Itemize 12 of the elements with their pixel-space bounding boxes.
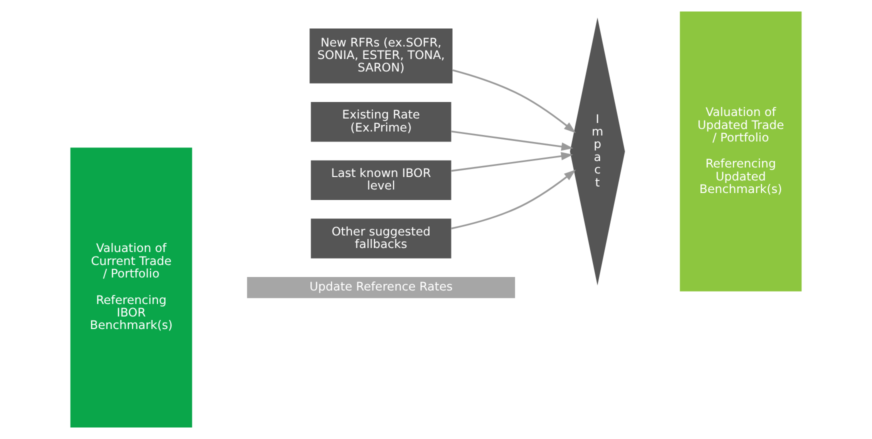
arrow — [451, 170, 576, 230]
node-box: Existing Rate (Ex.Prime) — [310, 102, 452, 142]
node-box: Other suggested fallbacks — [310, 218, 452, 258]
node-box: Last known IBOR level — [310, 160, 452, 200]
node-box: Valuation of Updated Trade / Portfolio Referencing Updated Benchmark(s) — [680, 12, 802, 292]
arrow — [451, 130, 574, 151]
arrow — [451, 152, 573, 172]
node-box: Valuation of Current Trade / Portfolio Referencing IBOR Benchmark(s) — [70, 148, 192, 428]
node-box: Update Reference Rates — [247, 276, 516, 298]
arrow — [452, 69, 576, 134]
node-diamond: Impact — [570, 17, 625, 286]
node-box: New RFRs (ex.SOFR, SONIA, ESTER, TONA, SARON) — [310, 28, 452, 84]
